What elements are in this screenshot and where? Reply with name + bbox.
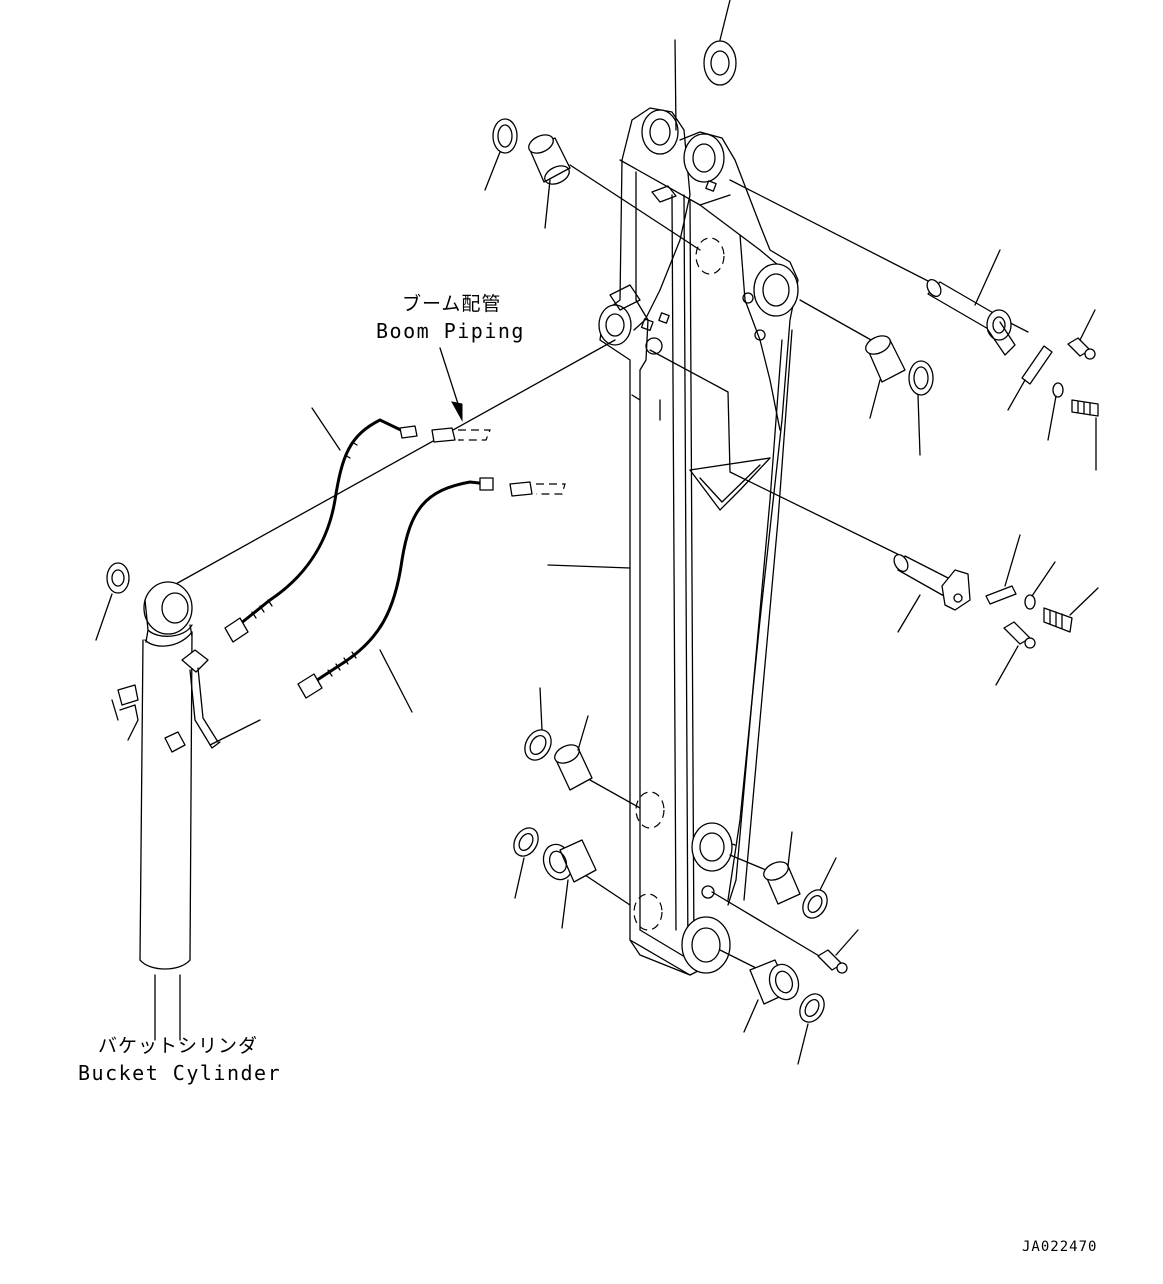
bushing-lower-right-1 — [761, 832, 800, 904]
hose-lower — [298, 478, 493, 712]
dust-seal-mid-right — [909, 361, 933, 455]
dust-seal-upper-left — [485, 119, 517, 190]
dust-seal-lower-right-2 — [795, 990, 829, 1064]
bushing-flanged-lower-right — [744, 960, 803, 1032]
drawing-code: JA022470 — [1022, 1239, 1098, 1255]
adapter-fittings — [432, 428, 565, 496]
bolt-upper — [1072, 400, 1098, 470]
bushing-upper-left — [526, 131, 572, 228]
arm-leader-line — [548, 565, 630, 568]
bolt-mid — [1044, 588, 1098, 632]
washer-mid — [1025, 562, 1055, 609]
shim-washer-top — [704, 0, 736, 85]
pin-mid-right — [891, 552, 970, 632]
dust-seal-lower-left-2 — [509, 824, 543, 898]
lock-plate-mid — [986, 535, 1020, 604]
bushing-flanged-lower-left — [539, 840, 596, 928]
bushing-lower-left-1 — [552, 716, 592, 790]
boom-piping-label-jp: ブーム配管 — [402, 293, 502, 315]
boom-piping-label-en: Boom Piping — [376, 319, 525, 343]
washer-upper — [1048, 383, 1063, 440]
shim-washer-cylinder — [96, 563, 129, 640]
pin-upper-right — [924, 250, 1015, 355]
bucket-cylinder — [112, 582, 220, 1040]
arm-assembly — [599, 108, 798, 975]
bushing-mid-right — [863, 332, 905, 418]
bucket-cylinder-label-en: Bucket Cylinder — [78, 1061, 282, 1085]
dust-seal-lower-right-1 — [798, 858, 836, 922]
dust-seal-lower-left-1 — [520, 688, 557, 765]
assembly-centerlines — [165, 40, 1028, 975]
grease-fitting-upper — [1068, 310, 1095, 359]
grease-fitting-mid — [996, 622, 1035, 685]
boom-piping-arrow — [440, 348, 462, 420]
bucket-cylinder-label-jp: バケットシリンダ — [98, 1035, 259, 1057]
grease-fitting-lower — [818, 930, 858, 973]
lock-plate-upper — [1008, 346, 1052, 410]
hose-upper — [225, 408, 417, 642]
